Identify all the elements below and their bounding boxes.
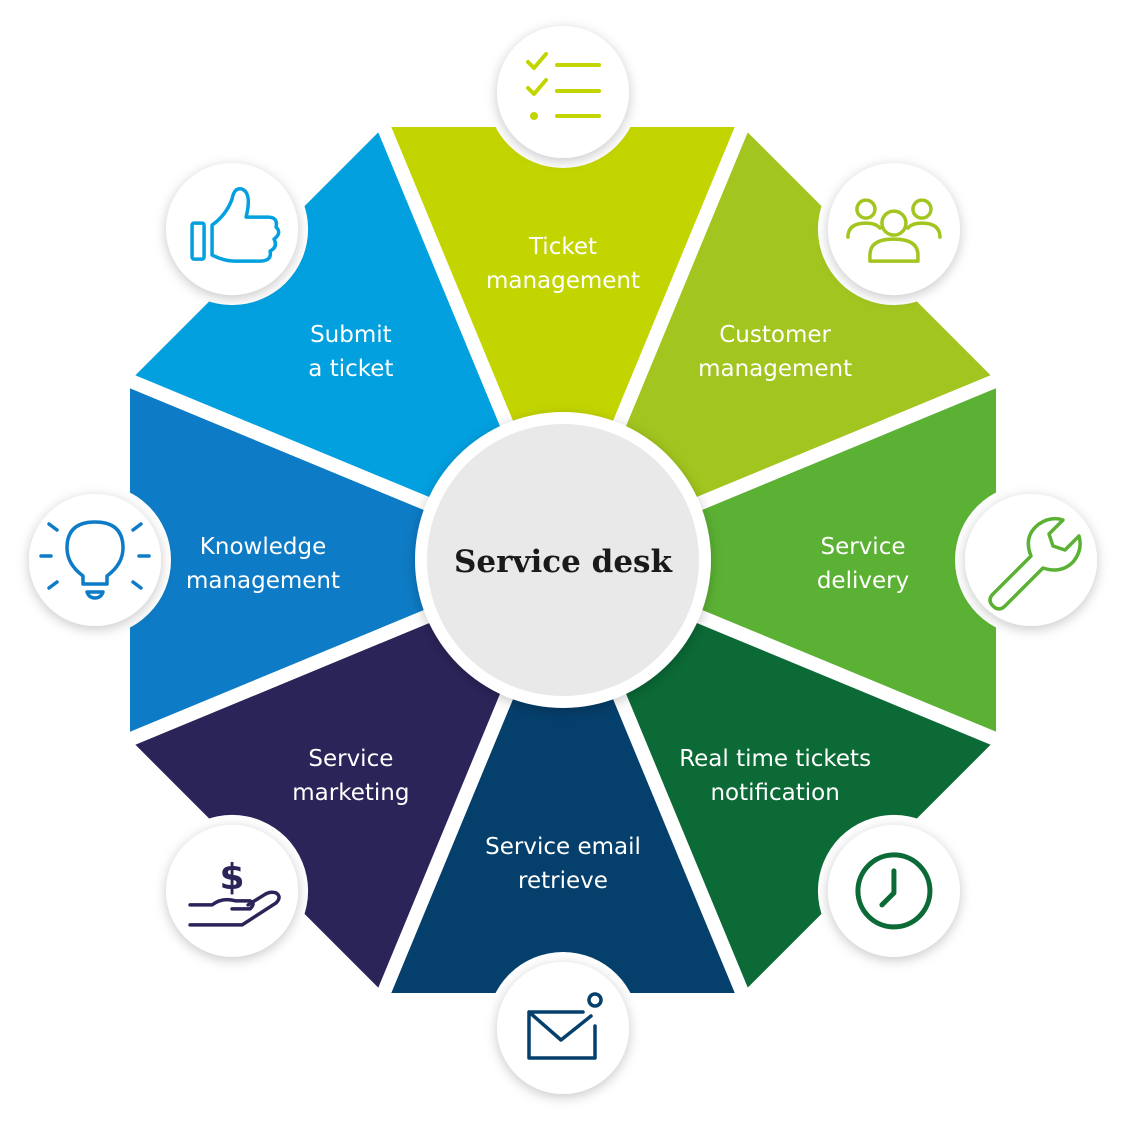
checklist-icon bbox=[526, 52, 601, 120]
hand-dollar-icon-badge: $ bbox=[156, 814, 309, 967]
segment-label-line: Knowledge bbox=[200, 534, 326, 560]
segment-label: Service email retrieve bbox=[485, 834, 641, 894]
center-hub: Service desk bbox=[415, 412, 711, 708]
segment-label-line: a ticket bbox=[308, 356, 393, 382]
clock-icon-badge bbox=[817, 814, 970, 967]
wrench-icon-badge bbox=[955, 484, 1107, 636]
envelope-icon-badge bbox=[487, 952, 639, 1104]
segment-label-line: retrieve bbox=[518, 868, 608, 894]
segment-label-line: management bbox=[186, 568, 340, 594]
center-label: Service desk bbox=[454, 544, 673, 580]
segment-label: Ticket management bbox=[486, 234, 640, 294]
segment-label-line: Real time tickets bbox=[679, 746, 871, 772]
segment-label-line: management bbox=[486, 268, 640, 294]
segment-label: Service delivery bbox=[817, 534, 909, 594]
segment-label-line: notification bbox=[710, 780, 839, 806]
segment-label-line: Submit bbox=[310, 322, 392, 348]
lightbulb-icon-badge bbox=[19, 484, 171, 636]
hand-dollar-icon: $ bbox=[188, 857, 281, 927]
segment-label: Service marketing bbox=[292, 746, 409, 806]
lightbulb-icon bbox=[39, 520, 151, 600]
checklist-icon-badge bbox=[487, 16, 639, 168]
segment-label-line: management bbox=[698, 356, 852, 382]
segment-label-line: delivery bbox=[817, 568, 909, 594]
segment-label: Real time tickets notification bbox=[679, 746, 871, 806]
segment-label-line: marketing bbox=[292, 780, 409, 806]
users-icon-badge bbox=[817, 153, 970, 306]
segment-label: Submit a ticket bbox=[308, 322, 393, 382]
wrench-icon bbox=[988, 516, 1082, 611]
clock-icon bbox=[855, 852, 933, 930]
users-icon bbox=[846, 198, 942, 263]
segment-label-line: Ticket bbox=[528, 234, 597, 260]
segment-label-line: Service bbox=[820, 534, 905, 560]
segment-label-line: Service email bbox=[485, 834, 641, 860]
segment-label: Customer management bbox=[698, 322, 852, 382]
thumbs-up-icon-badge bbox=[156, 153, 309, 306]
segment-label: Knowledge management bbox=[186, 534, 340, 594]
segment-label-line: Service bbox=[308, 746, 393, 772]
svg-text:$: $ bbox=[220, 857, 245, 898]
segment-label-line: Customer bbox=[719, 322, 831, 348]
envelope-icon bbox=[527, 992, 603, 1060]
thumbs-up-icon bbox=[190, 187, 281, 263]
